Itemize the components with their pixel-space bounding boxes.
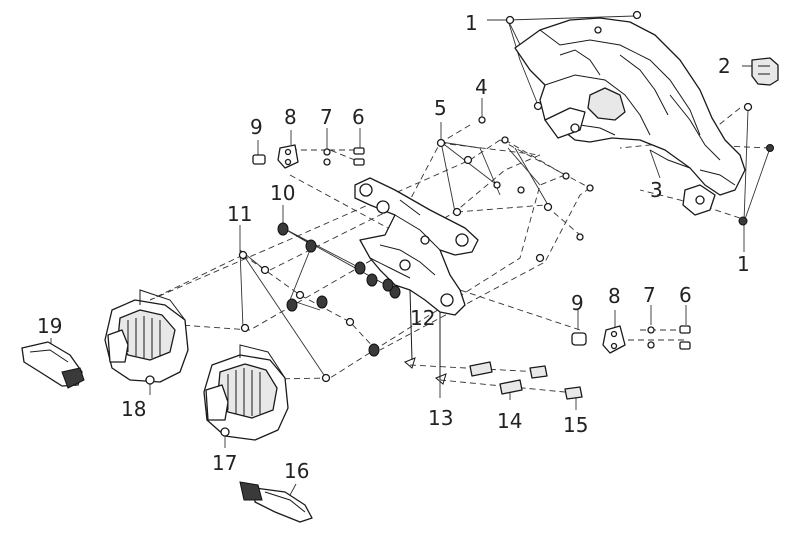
- callout-12: 12: [410, 306, 435, 330]
- callout-7-top: 7: [320, 105, 333, 129]
- part-3-frame-bracket: [514, 17, 746, 216]
- parts-6-9-right: [571, 325, 691, 354]
- part-18-fog-lamp-left: [104, 289, 189, 385]
- callout-8-top: 8: [284, 105, 297, 129]
- callout-6-top: 6: [352, 105, 365, 129]
- callout-14: 14: [497, 409, 522, 433]
- callout-2: 2: [718, 54, 731, 78]
- callout-8-right: 8: [608, 284, 621, 308]
- parts-6-9-upper-left: [252, 144, 365, 169]
- callout-13: 13: [428, 406, 453, 430]
- callout-numbers: 1 2 3 4 5 6 7 8 9 10 11 12 1 9 8 7 6 13 …: [37, 11, 750, 483]
- callout-19: 19: [37, 314, 62, 338]
- callout-9-right: 9: [571, 291, 584, 315]
- callout-16: 16: [284, 459, 309, 483]
- callout-3: 3: [650, 178, 663, 202]
- callout-5: 5: [434, 96, 447, 120]
- callout-1-right: 1: [737, 252, 750, 276]
- part-2-clip: [751, 57, 779, 86]
- part-10-grommets: [277, 222, 401, 357]
- callout-17: 17: [212, 451, 237, 475]
- callout-6-right: 6: [679, 283, 692, 307]
- callout-10: 10: [270, 181, 295, 205]
- callout-11: 11: [227, 202, 252, 226]
- part-11-washers: [238, 250, 355, 383]
- callout-9-top: 9: [250, 115, 263, 139]
- part-4-5-fasteners-top: [436, 116, 594, 263]
- part-16-connector: [239, 481, 313, 523]
- parts-13-15-adjusters: [404, 357, 583, 400]
- callout-15: 15: [563, 413, 588, 437]
- part-19-connector: [21, 341, 85, 389]
- part-12-mounting-bracket: [354, 177, 479, 316]
- callout-1-top: 1: [465, 11, 478, 35]
- callout-7-right: 7: [643, 283, 656, 307]
- part-1-bolts: [505, 10, 774, 226]
- callout-18: 18: [121, 397, 146, 421]
- callout-4: 4: [475, 75, 488, 99]
- part-17-fog-lamp-right: [203, 344, 289, 441]
